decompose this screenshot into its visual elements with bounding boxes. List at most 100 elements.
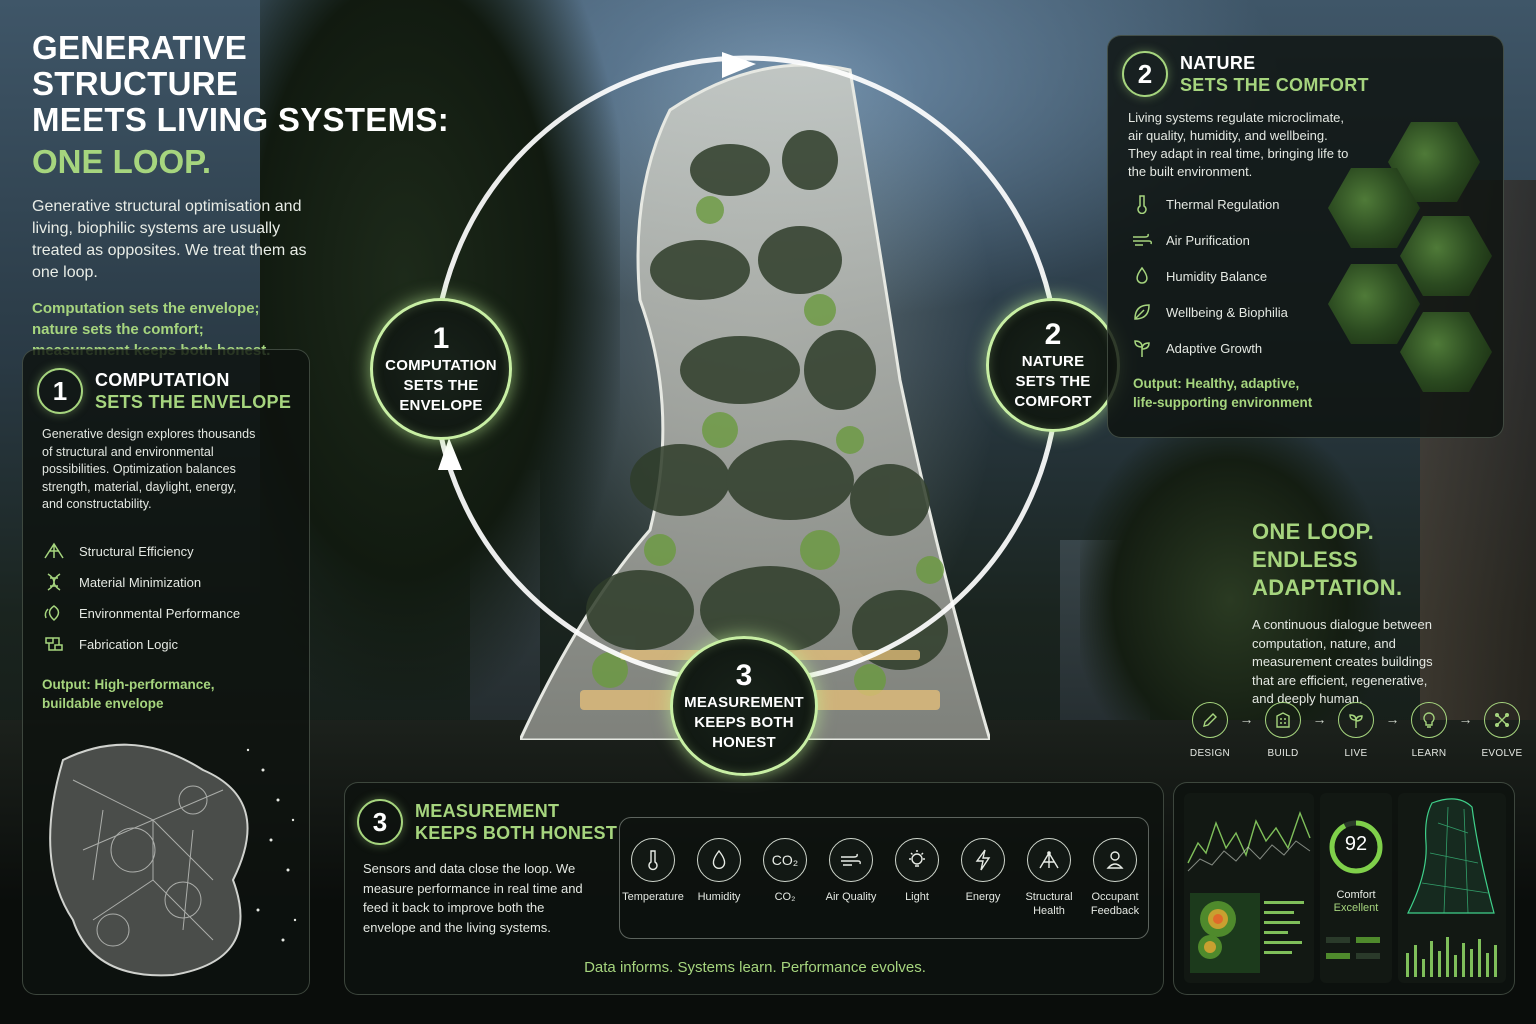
fabrication-icon bbox=[45, 637, 63, 651]
sensor-label: Structural Health bbox=[1025, 891, 1073, 917]
loop-node-label: HONEST bbox=[712, 734, 776, 751]
sensor-label: CO₂ bbox=[774, 891, 796, 903]
structure-icon bbox=[1039, 851, 1059, 869]
structure-icon bbox=[44, 542, 64, 559]
list-item: Fabrication Logic bbox=[43, 635, 240, 653]
lifecycle-step-live: LIVE bbox=[1330, 702, 1382, 759]
list-item-label: Humidity Balance bbox=[1166, 268, 1268, 284]
metric-bars bbox=[1264, 901, 1304, 954]
lattice-structure-render bbox=[49, 743, 297, 977]
panel-footer: Data informs. Systems learn. Performance… bbox=[584, 959, 926, 976]
lifecycle-step-learn: LEARN bbox=[1403, 702, 1455, 759]
sensor-label: Humidity bbox=[697, 891, 741, 903]
loop-node-label: KEEPS BOTH bbox=[694, 714, 794, 731]
sensor-label: Light bbox=[905, 891, 929, 903]
loop-node-measurement: 3 MEASUREMENT KEEPS BOTH HONEST bbox=[670, 636, 818, 776]
loop-node-label: MEASUREMENT bbox=[684, 694, 804, 711]
sprout-icon bbox=[1134, 340, 1150, 357]
plant-hexagon bbox=[1328, 264, 1420, 344]
step-number-badge: 3 bbox=[357, 799, 403, 845]
panel-title: MEASUREMENT KEEPS BOTH HONEST bbox=[415, 800, 617, 844]
title-highlight: ONE LOOP. bbox=[32, 143, 212, 180]
list-item-label: Fabrication Logic bbox=[79, 636, 178, 652]
loop-node-number: 2 bbox=[1044, 318, 1062, 351]
one-loop-title: ONE LOOP. ENDLESS ADAPTATION. bbox=[1252, 518, 1512, 602]
bulb-icon bbox=[909, 850, 925, 867]
lightbulb-icon bbox=[1423, 712, 1435, 728]
one-loop-title-line: ENDLESS ADAPTATION. bbox=[1252, 547, 1403, 600]
step-number-badge: 1 bbox=[37, 368, 83, 414]
tagline-line: Computation sets the envelope; bbox=[32, 300, 260, 317]
one-loop-description: A continuous dialogue between computatio… bbox=[1252, 617, 1433, 706]
list-item: Environmental Performance bbox=[43, 604, 240, 622]
heatmap bbox=[1190, 893, 1260, 973]
page-title: GENERATIVE STRUCTURE MEETS LIVING SYSTEM… bbox=[32, 30, 452, 138]
bar-chart bbox=[1406, 937, 1497, 977]
building-icon bbox=[1276, 712, 1290, 728]
output-line: buildable envelope bbox=[42, 696, 164, 711]
lifecycle-step-build: BUILD bbox=[1257, 702, 1309, 759]
sensor-strip: Temperature Humidity CO₂ CO₂ Air Quality… bbox=[619, 817, 1149, 939]
list-item-label: Adaptive Growth bbox=[1166, 340, 1263, 356]
thermometer-icon bbox=[1137, 195, 1147, 214]
list-item: Material Minimization bbox=[43, 573, 240, 591]
performance-dashboard: 92 Comfort Excellent bbox=[1173, 782, 1515, 995]
plant-hexagon-gallery bbox=[1328, 116, 1498, 416]
lifecycle-steps: DESIGN → BUILD → LIVE → LEARN → EVOLVE bbox=[1184, 702, 1528, 759]
comfort-score-ring bbox=[1329, 820, 1383, 874]
leaf-cycle-icon bbox=[44, 605, 60, 622]
sprout-icon bbox=[1349, 714, 1363, 728]
lifecycle-step-label: BUILD bbox=[1267, 748, 1299, 759]
panel-output: Output: High-performance, buildable enve… bbox=[42, 675, 215, 713]
sensor-air-quality: Air Quality bbox=[821, 838, 881, 904]
feature-list: Thermal Regulation Air Purification Humi… bbox=[1132, 194, 1288, 358]
sensor-temperature: Temperature bbox=[622, 838, 684, 904]
list-item-label: Environmental Performance bbox=[79, 605, 241, 621]
comfort-score-pane: 92 Comfort Excellent bbox=[1320, 793, 1392, 983]
panel-nature: 2 NATURE SETS THE COMFORT Living systems… bbox=[1107, 35, 1504, 438]
sensor-label: Temperature bbox=[622, 891, 684, 903]
panel-title-white: NATURE bbox=[1180, 53, 1256, 73]
evolve-icon bbox=[1495, 713, 1509, 727]
loop-node-label: SETS THE bbox=[403, 377, 479, 394]
list-item: Thermal Regulation bbox=[1132, 194, 1288, 214]
dashboard-charts-pane bbox=[1184, 793, 1314, 983]
arrow-icon: → bbox=[1458, 711, 1473, 727]
loop-node-nature: 2 NATURE SETS THE COMFORT bbox=[986, 298, 1120, 432]
output-line: life-supporting environment bbox=[1133, 395, 1313, 410]
output-line: Output: Healthy, adaptive, bbox=[1133, 376, 1300, 391]
dna-icon bbox=[47, 573, 61, 591]
plant-hexagon bbox=[1400, 216, 1492, 296]
loop-node-computation: 1 COMPUTATION SETS THE ENVELOPE bbox=[370, 298, 512, 440]
list-item: Structural Efficiency bbox=[43, 542, 240, 560]
sensor-label: Air Quality bbox=[825, 891, 877, 903]
panel-measurement: 3 MEASUREMENT KEEPS BOTH HONEST Sensors … bbox=[344, 782, 1164, 995]
header: GENERATIVE STRUCTURE MEETS LIVING SYSTEM… bbox=[32, 30, 452, 361]
panel-header: 1 COMPUTATION SETS THE ENVELOPE bbox=[37, 368, 291, 414]
panel-title-white: COMPUTATION bbox=[95, 370, 230, 390]
sensor-label: Occupant Feedback bbox=[1090, 891, 1140, 917]
wind-icon bbox=[841, 853, 861, 866]
title-line: GENERATIVE STRUCTURE bbox=[32, 29, 248, 102]
sensor-light: Light bbox=[887, 838, 947, 904]
output-line: Output: High-performance, bbox=[42, 677, 215, 692]
lightning-icon bbox=[975, 849, 991, 871]
droplet-icon bbox=[1136, 266, 1148, 284]
panel-header: 3 MEASUREMENT KEEPS BOTH HONEST bbox=[357, 799, 617, 845]
loop-node-label: NATURE bbox=[1021, 353, 1085, 370]
panel-title-green: SETS THE ENVELOPE bbox=[95, 392, 292, 412]
panel-title: COMPUTATION SETS THE ENVELOPE bbox=[95, 369, 291, 413]
one-loop-title-line: ONE LOOP. bbox=[1252, 519, 1375, 544]
list-item: Air Purification bbox=[1132, 230, 1288, 250]
tagline-line: nature sets the comfort; bbox=[32, 321, 204, 338]
panel-title-green: SETS THE COMFORT bbox=[1180, 75, 1369, 95]
co2-icon: CO₂ bbox=[771, 852, 799, 868]
person-icon bbox=[1106, 851, 1124, 869]
loop-node-label: ENVELOPE bbox=[399, 397, 483, 414]
list-item-label: Material Minimization bbox=[79, 574, 202, 590]
one-loop-section: ONE LOOP. ENDLESS ADAPTATION. A continuo… bbox=[1252, 518, 1512, 709]
list-item-label: Wellbeing & Biophilia bbox=[1166, 304, 1288, 320]
loop-node-number: 3 bbox=[735, 659, 753, 692]
feature-list: Structural Efficiency Material Minimizat… bbox=[43, 542, 240, 653]
thermometer-icon bbox=[648, 850, 658, 871]
